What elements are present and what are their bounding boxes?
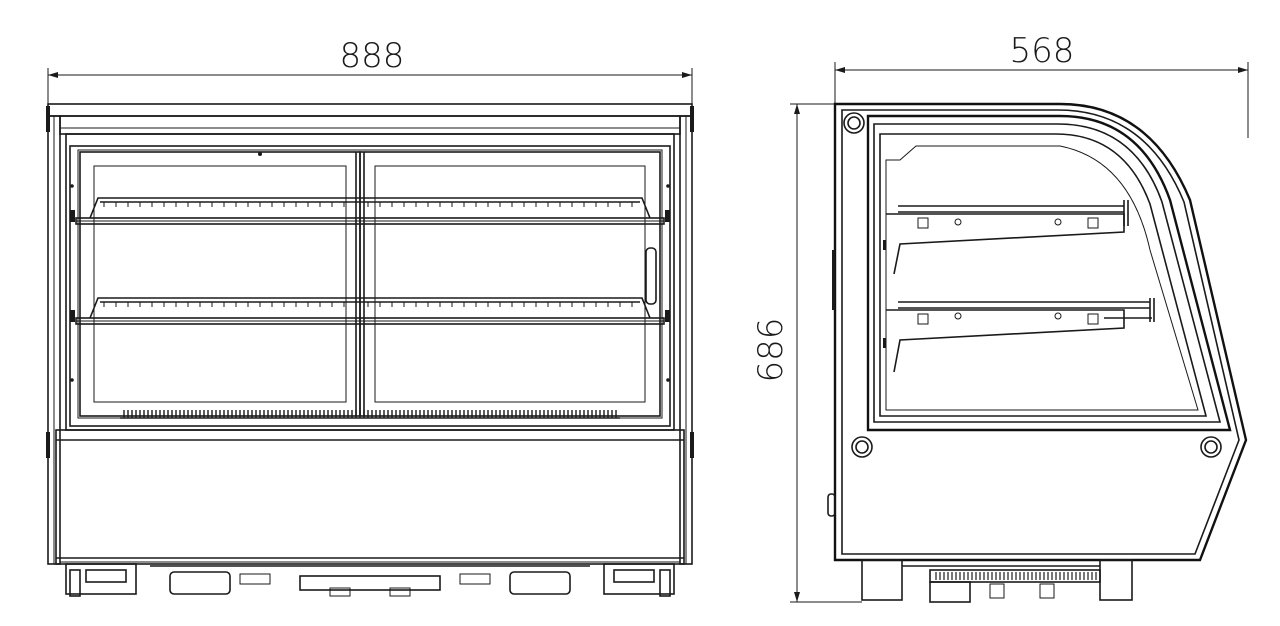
side-view: 568 686 xyxy=(751,31,1249,603)
front-top-frame xyxy=(59,115,681,135)
side-glass-panel xyxy=(866,114,1232,432)
front-shelf-lower xyxy=(75,297,665,325)
front-sliding-door-left xyxy=(79,151,361,417)
front-feet xyxy=(65,563,675,597)
side-feet xyxy=(861,559,1133,603)
width-dimension: 888 xyxy=(47,36,693,135)
front-top-lid xyxy=(47,103,693,117)
front-base xyxy=(55,429,685,565)
height-label: 686 xyxy=(751,318,791,383)
door-handle xyxy=(645,247,657,305)
side-outer-body xyxy=(833,102,1248,562)
front-shelf-upper xyxy=(75,197,665,225)
side-vent-grille xyxy=(935,572,1097,580)
front-vent-grille xyxy=(123,410,617,418)
front-sliding-door-right xyxy=(359,151,661,417)
shelf-wire-marks xyxy=(103,202,633,307)
depth-dimension: 568 xyxy=(834,31,1249,138)
side-shelf-lower xyxy=(886,298,1155,373)
side-screws xyxy=(843,112,1222,458)
front-view: 888 xyxy=(46,36,694,597)
side-shelf-upper xyxy=(886,200,1129,275)
front-glass-frame xyxy=(65,133,675,431)
depth-label: 568 xyxy=(1010,31,1075,71)
width-label: 888 xyxy=(340,36,405,76)
height-dimension: 686 xyxy=(751,103,862,603)
